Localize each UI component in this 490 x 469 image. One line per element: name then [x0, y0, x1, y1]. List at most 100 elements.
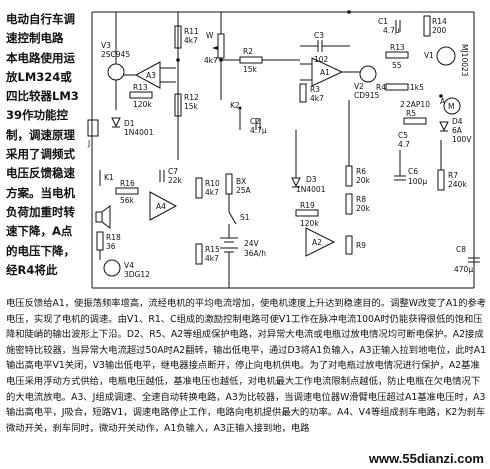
k2-switch: K2 [230, 101, 242, 130]
svg-text:R16: R16 [120, 179, 135, 188]
svg-text:25A: 25A [236, 186, 252, 195]
svg-text:BX: BX [236, 177, 246, 186]
svg-text:R15: R15 [205, 245, 220, 254]
svg-text:4.7μ: 4.7μ [250, 126, 267, 135]
relay-j: J [87, 119, 99, 148]
svg-text:D1: D1 [124, 119, 135, 128]
a1-opamp: A1 [300, 57, 360, 87]
svg-text:240k: 240k [448, 180, 467, 189]
svg-text:4k7: 4k7 [310, 94, 324, 103]
svg-text:20k: 20k [356, 204, 371, 213]
svg-text:D4: D4 [452, 117, 463, 126]
svg-text:C1: C1 [378, 17, 388, 26]
svg-text:3DG12: 3DG12 [124, 270, 150, 279]
r4-resistor: R4 1k5 [376, 83, 424, 92]
r8-resistor: R8 20k [345, 193, 371, 215]
r2-resistor: R2 15k [239, 47, 263, 74]
svg-text:C2: C2 [250, 117, 260, 126]
r14-resistor: R14 200 [423, 15, 447, 37]
a4-opamp: A4 [149, 191, 178, 221]
junction [439, 94, 443, 98]
svg-text:R2: R2 [243, 47, 253, 56]
svg-text:MJ10023: MJ10023 [460, 44, 469, 77]
svg-text:M: M [448, 102, 454, 111]
svg-text:1k5: 1k5 [410, 83, 424, 92]
svg-text:4k7: 4k7 [205, 188, 219, 197]
svg-text:S1: S1 [240, 213, 250, 222]
junction [219, 58, 223, 62]
r11-resistor: R11 4k7 [174, 25, 199, 49]
node-a-label: A [440, 97, 446, 106]
d1-diode: D1 1N4001 [111, 117, 154, 137]
r15-resistor: R15 4k7 [195, 243, 220, 265]
svg-text:2AP10: 2AP10 [406, 100, 430, 109]
d4-diode: D4 6A 100V [439, 117, 472, 144]
battery: 24V 36A/h [220, 237, 266, 258]
svg-text:A1: A1 [320, 68, 330, 77]
svg-text:V4: V4 [124, 261, 134, 270]
svg-text:R4: R4 [376, 83, 386, 92]
c5-capacitor: C5 4.7 [398, 131, 410, 149]
svg-text:24V: 24V [244, 239, 260, 248]
svg-text:20k: 20k [356, 176, 371, 185]
svg-text:36A/h: 36A/h [244, 249, 266, 258]
d3-diode: D3 1N4001 [291, 175, 326, 194]
r6-resistor: R6 20k [345, 165, 371, 187]
svg-text:C3: C3 [314, 31, 324, 40]
s1-switch: S1 [228, 211, 250, 225]
c7-capacitor: C7 22k [159, 167, 183, 185]
svg-text:6A: 6A [452, 126, 463, 135]
svg-text:V1: V1 [424, 51, 434, 60]
svg-text:A4: A4 [156, 202, 166, 211]
r13b-resistor: R13 55 [385, 43, 409, 70]
svg-text:100V: 100V [452, 135, 472, 144]
v4-transistor: V4 3DG12 [103, 259, 150, 279]
svg-text:A2: A2 [312, 238, 322, 247]
svg-text:A3: A3 [146, 71, 156, 80]
svg-text:15k: 15k [184, 102, 199, 111]
svg-text:4.7: 4.7 [398, 140, 410, 149]
svg-text:4.7μ: 4.7μ [383, 26, 400, 35]
svg-text:C6: C6 [408, 167, 418, 176]
svg-text:100μ: 100μ [408, 177, 427, 186]
r5-resistor: R5 [403, 109, 427, 125]
svg-text:56k: 56k [120, 196, 135, 205]
k1-switch: K1 [99, 170, 114, 186]
c2-capacitor: C2 4.7μ [250, 117, 267, 135]
v2-transistor: V2 CD915 [354, 65, 380, 100]
motor: M [443, 97, 461, 115]
svg-text:36: 36 [106, 242, 116, 251]
svg-text:55: 55 [392, 61, 402, 70]
svg-text:1N4001: 1N4001 [296, 185, 326, 194]
svg-text:V3: V3 [101, 41, 111, 50]
r3-resistor: R3 4k7 [299, 83, 324, 103]
svg-text:R18: R18 [106, 233, 121, 242]
body-text: 电压反馈给A1，使振荡频率增高，流经电机的平均电流增加，使电机速度上升达到稳速目… [6, 296, 488, 436]
svg-text:R9: R9 [356, 241, 366, 250]
svg-text:R7: R7 [448, 171, 458, 180]
svg-text:J: J [87, 139, 90, 148]
svg-text:22k: 22k [168, 176, 183, 185]
junction [176, 58, 180, 62]
circuit-diagram: V3 2SC945 A3 R13 120k J D1 1N4001 R11 4k… [87, 10, 480, 289]
svg-text:R11: R11 [184, 27, 199, 36]
side-paragraph: 本电路使用运放LM324或四比较器LM339作功能控制，调速原理采用了调频式电压… [6, 50, 79, 277]
a3-opamp: A3 [124, 61, 176, 89]
svg-text:102: 102 [314, 55, 329, 64]
r7-resistor: R7 240k [437, 169, 467, 191]
svg-text:470μ: 470μ [454, 265, 473, 274]
svg-text:R10: R10 [205, 179, 220, 188]
r16-resistor: R16 56k [115, 179, 139, 205]
c3-capacitor: C3 102 [300, 31, 350, 64]
svg-text:D3: D3 [306, 175, 317, 184]
svg-text:R5: R5 [406, 109, 416, 118]
svg-text:C7: C7 [168, 167, 178, 176]
svg-text:R13: R13 [133, 83, 148, 92]
svg-text:W: W [206, 31, 214, 40]
a2-opamp: A2 [305, 227, 336, 257]
svg-text:1N4001: 1N4001 [124, 128, 154, 137]
side-title: 电动自行车调速控制电路 [6, 12, 75, 46]
svg-text:120k: 120k [133, 100, 152, 109]
svg-text:V2: V2 [354, 82, 364, 91]
svg-text:R8: R8 [356, 195, 366, 204]
